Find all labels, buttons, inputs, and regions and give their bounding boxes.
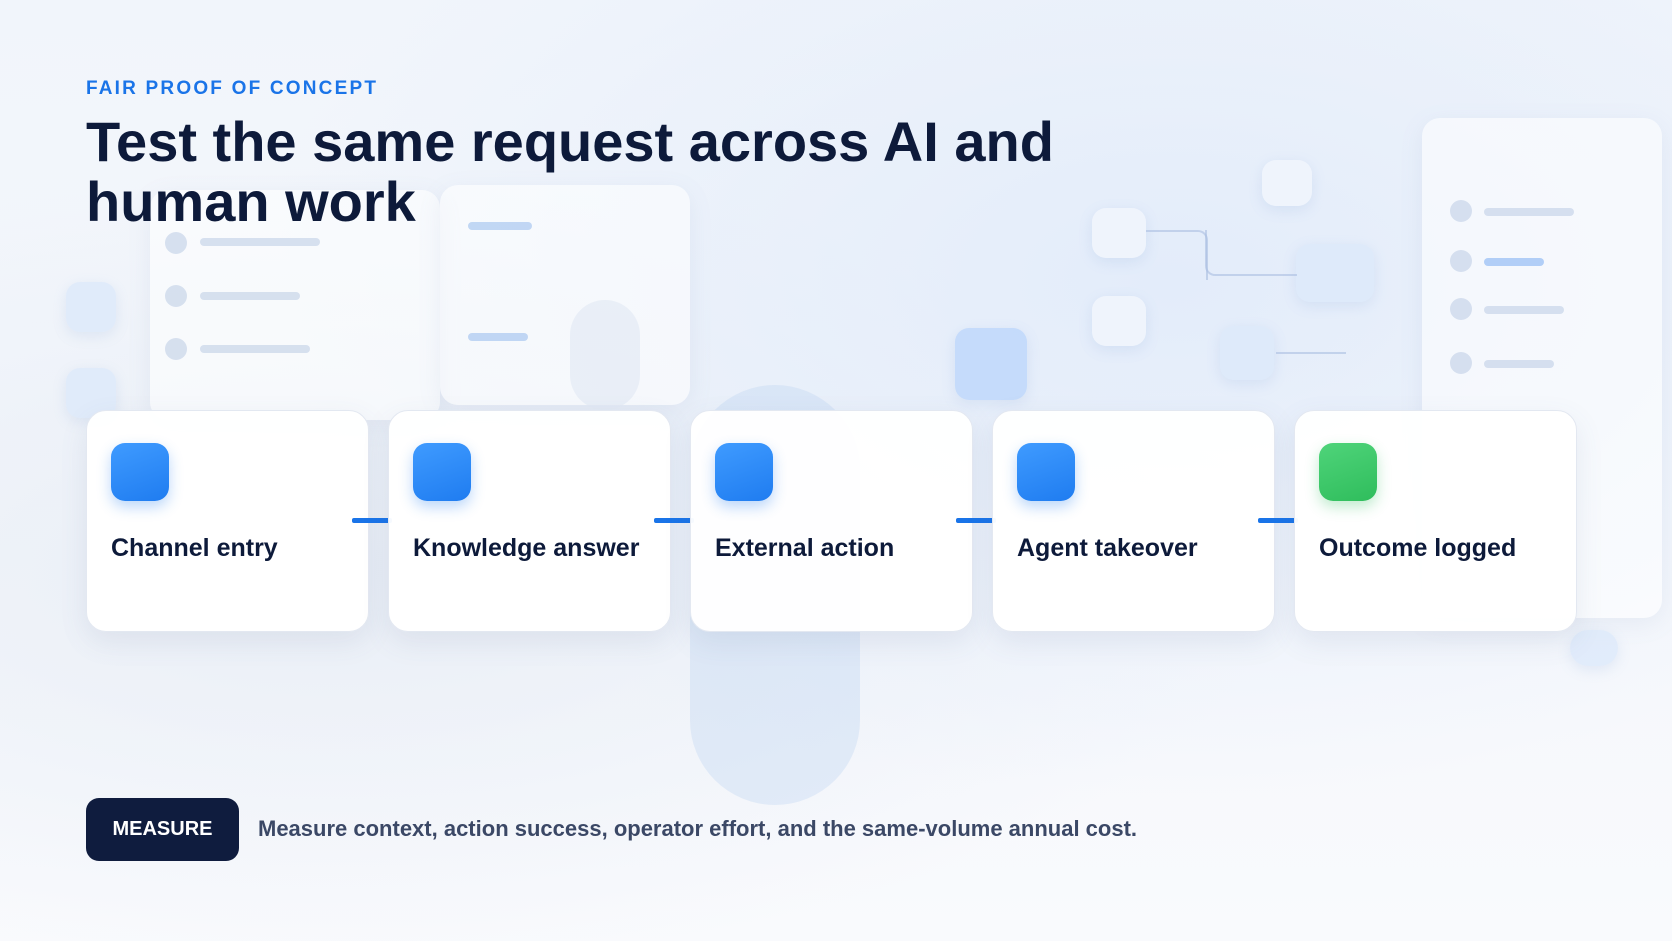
step-connector — [352, 518, 392, 523]
ghost-line — [1484, 258, 1544, 266]
ghost-chat-bubble-tile — [1296, 244, 1374, 302]
ghost-chat-tile — [66, 282, 116, 332]
ghost-line — [468, 333, 528, 341]
step-card-knowledge-answer: Knowledge answer — [388, 410, 671, 632]
step-connector — [956, 518, 996, 523]
step-card-external-action: External action — [690, 410, 973, 632]
step-label: Outcome logged — [1319, 534, 1517, 562]
ghost-panel-left — [150, 190, 440, 420]
ghost-sparkle-tile — [955, 328, 1027, 400]
step-label: Agent takeover — [1017, 534, 1198, 562]
ghost-line — [1484, 360, 1554, 368]
ghost-lock-tile — [1262, 160, 1312, 206]
ghost-avatar — [165, 338, 187, 360]
ghost-avatar — [165, 285, 187, 307]
ghost-line — [1484, 208, 1574, 216]
step-card-channel-entry: Channel entry — [86, 410, 369, 632]
blue-square-icon — [1017, 443, 1075, 501]
ghost-user-tile — [1092, 208, 1146, 258]
ghost-connector-wire — [1146, 230, 1208, 280]
step-card-agent-takeover: Agent takeover — [992, 410, 1275, 632]
ghost-avatar — [165, 232, 187, 254]
measure-description: Measure context, action success, operato… — [258, 816, 1138, 841]
ghost-line — [200, 238, 320, 246]
ghost-user-tile — [1092, 296, 1146, 346]
eyebrow-label: FAIR PROOF OF CONCEPT — [86, 78, 379, 99]
step-label: Channel entry — [111, 534, 278, 562]
ghost-connector-wire — [1205, 230, 1297, 276]
step-card-outcome-logged: Outcome logged — [1294, 410, 1577, 632]
step-label: Knowledge answer — [413, 534, 640, 562]
step-connector — [1258, 518, 1298, 523]
ghost-avatar — [1450, 298, 1472, 320]
ghost-message-tile — [66, 368, 116, 418]
page-title: Test the same request across AI and huma… — [86, 110, 1054, 233]
ghost-person-silhouette — [570, 300, 640, 410]
step-label: External action — [715, 534, 895, 562]
blue-square-icon — [413, 443, 471, 501]
ghost-connector-wire — [1276, 352, 1346, 354]
ghost-avatar — [1450, 352, 1472, 374]
ghost-avatar — [1450, 250, 1472, 272]
ghost-line — [468, 222, 532, 230]
ghost-line — [200, 292, 300, 300]
ghost-check-tile — [1570, 630, 1618, 666]
ghost-panel-center — [440, 185, 690, 405]
ghost-line — [1484, 306, 1564, 314]
step-connector — [654, 518, 694, 523]
ghost-node-tile — [1220, 326, 1274, 380]
ghost-avatar — [1450, 200, 1472, 222]
green-square-icon — [1319, 443, 1377, 501]
blue-square-icon — [715, 443, 773, 501]
blue-square-icon — [111, 443, 169, 501]
measure-badge: MEASURE — [86, 798, 239, 861]
process-flow: Channel entry Knowledge answer External … — [86, 410, 1586, 634]
ghost-line — [200, 345, 310, 353]
